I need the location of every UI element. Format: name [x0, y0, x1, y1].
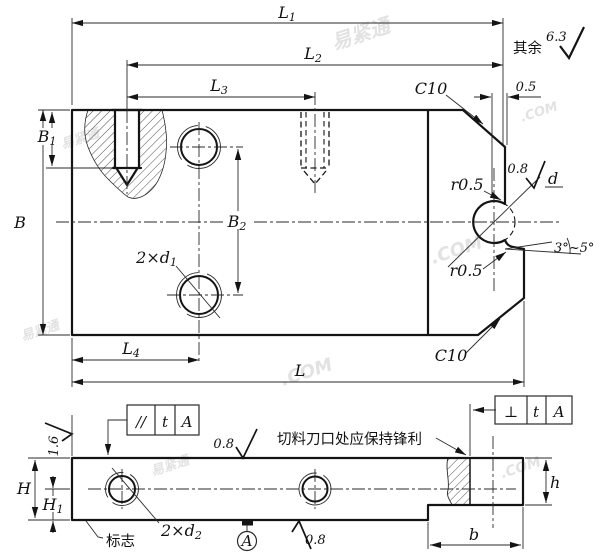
roughness-value-bottom: 0.8: [305, 533, 326, 548]
datum-A-label: A: [240, 532, 253, 550]
front-view: H H1 h b 2×d2 0.8: [16, 395, 573, 552]
dimensions-front-view: H H1 h b 2×d2: [16, 457, 560, 549]
dim-label-b: b: [469, 525, 479, 544]
d1-holes: [167, 122, 243, 363]
break-line: [446, 457, 453, 506]
dim-label-L2: L2: [303, 44, 322, 65]
fcf-perp-tol: t: [533, 403, 540, 421]
dim-label-B1: B1: [37, 127, 57, 148]
note-sharp-edge: 切料刀口处应保持锋利: [277, 430, 422, 448]
finish-general-value: 6.3: [546, 30, 567, 45]
part-outline-top-view: [70, 108, 526, 337]
roughness-value-d: 0.8: [507, 162, 528, 177]
callout-r05-top: r0.5: [450, 175, 483, 194]
roughness-front-view: 0.8 0.8 1.6: [44, 415, 326, 550]
roughness-check-general-icon: [559, 26, 585, 61]
fcf-parallel-tol: t: [162, 413, 169, 431]
dim-label-B: B: [13, 213, 26, 232]
dim-label-d: d: [548, 169, 558, 188]
sharp-edge-note: 切料刀口处应保持锋利: [277, 430, 467, 456]
roughness-check-bottom-icon: [291, 519, 312, 550]
roughness-value-side: 1.6: [47, 436, 62, 457]
mark-note: 标志: [85, 520, 135, 550]
fcf-parallel-symbol: //: [134, 413, 148, 431]
top-view: L1 L2 L3 0.5 B B1: [13, 3, 594, 387]
dim-label-H1: H1: [42, 495, 64, 516]
dim-label-B2: B2: [227, 212, 247, 233]
datum-triangle-icon: [242, 520, 253, 526]
dim-label-H: H: [16, 479, 32, 498]
note-mark: 标志: [106, 533, 135, 550]
roughness-check-d-icon: [525, 160, 546, 190]
fcf-perpendicularity: ⊥ t A: [469, 395, 573, 456]
roughness-side-group: 1.6: [44, 422, 74, 457]
datum-A: A: [236, 520, 258, 552]
dim-label-L1: L1: [277, 3, 296, 24]
dim-label-angle: 3°~5°: [554, 241, 594, 256]
tapped-hole-section: [110, 60, 144, 194]
general-finish-note: 其余 6.3: [513, 26, 585, 61]
roughness-check-top-icon: [235, 428, 258, 460]
dim-label-2xd2: 2×d2: [160, 521, 202, 542]
dim-label-2xd1: 2×d1: [135, 248, 177, 269]
fcf-parallel-datum: A: [180, 413, 193, 431]
d2-holes: [105, 472, 332, 506]
finish-prefix: 其余: [513, 39, 542, 57]
d-leader: [447, 176, 541, 268]
cutting-edge-hatch: [447, 458, 470, 505]
callouts-top-view: C10 C10 r0.5 r0.5 0.8 d 3°~5°: [415, 79, 595, 365]
part-outline-front-view: [70, 456, 525, 522]
fcf-parallelism: // t A: [104, 404, 200, 456]
roughness-value-top: 0.8: [213, 437, 234, 452]
dim-label-offset: 0.5: [516, 80, 537, 95]
hidden-hole: [300, 92, 330, 196]
callout-r05-bottom: r0.5: [449, 261, 482, 280]
fcf-perp-datum: A: [552, 403, 565, 421]
dimensions-top-view: L1 L2 L3 0.5 B B1: [13, 3, 541, 387]
dim-label-L4: L4: [121, 339, 140, 360]
callout-C10-bottom: C10: [435, 346, 468, 365]
fcf-perp-symbol: ⊥: [504, 403, 518, 421]
dim-label-h: h: [550, 473, 560, 492]
dim-label-L3: L3: [209, 76, 228, 97]
callout-C10-top: C10: [415, 79, 448, 98]
dim-label-L: L: [294, 361, 306, 380]
